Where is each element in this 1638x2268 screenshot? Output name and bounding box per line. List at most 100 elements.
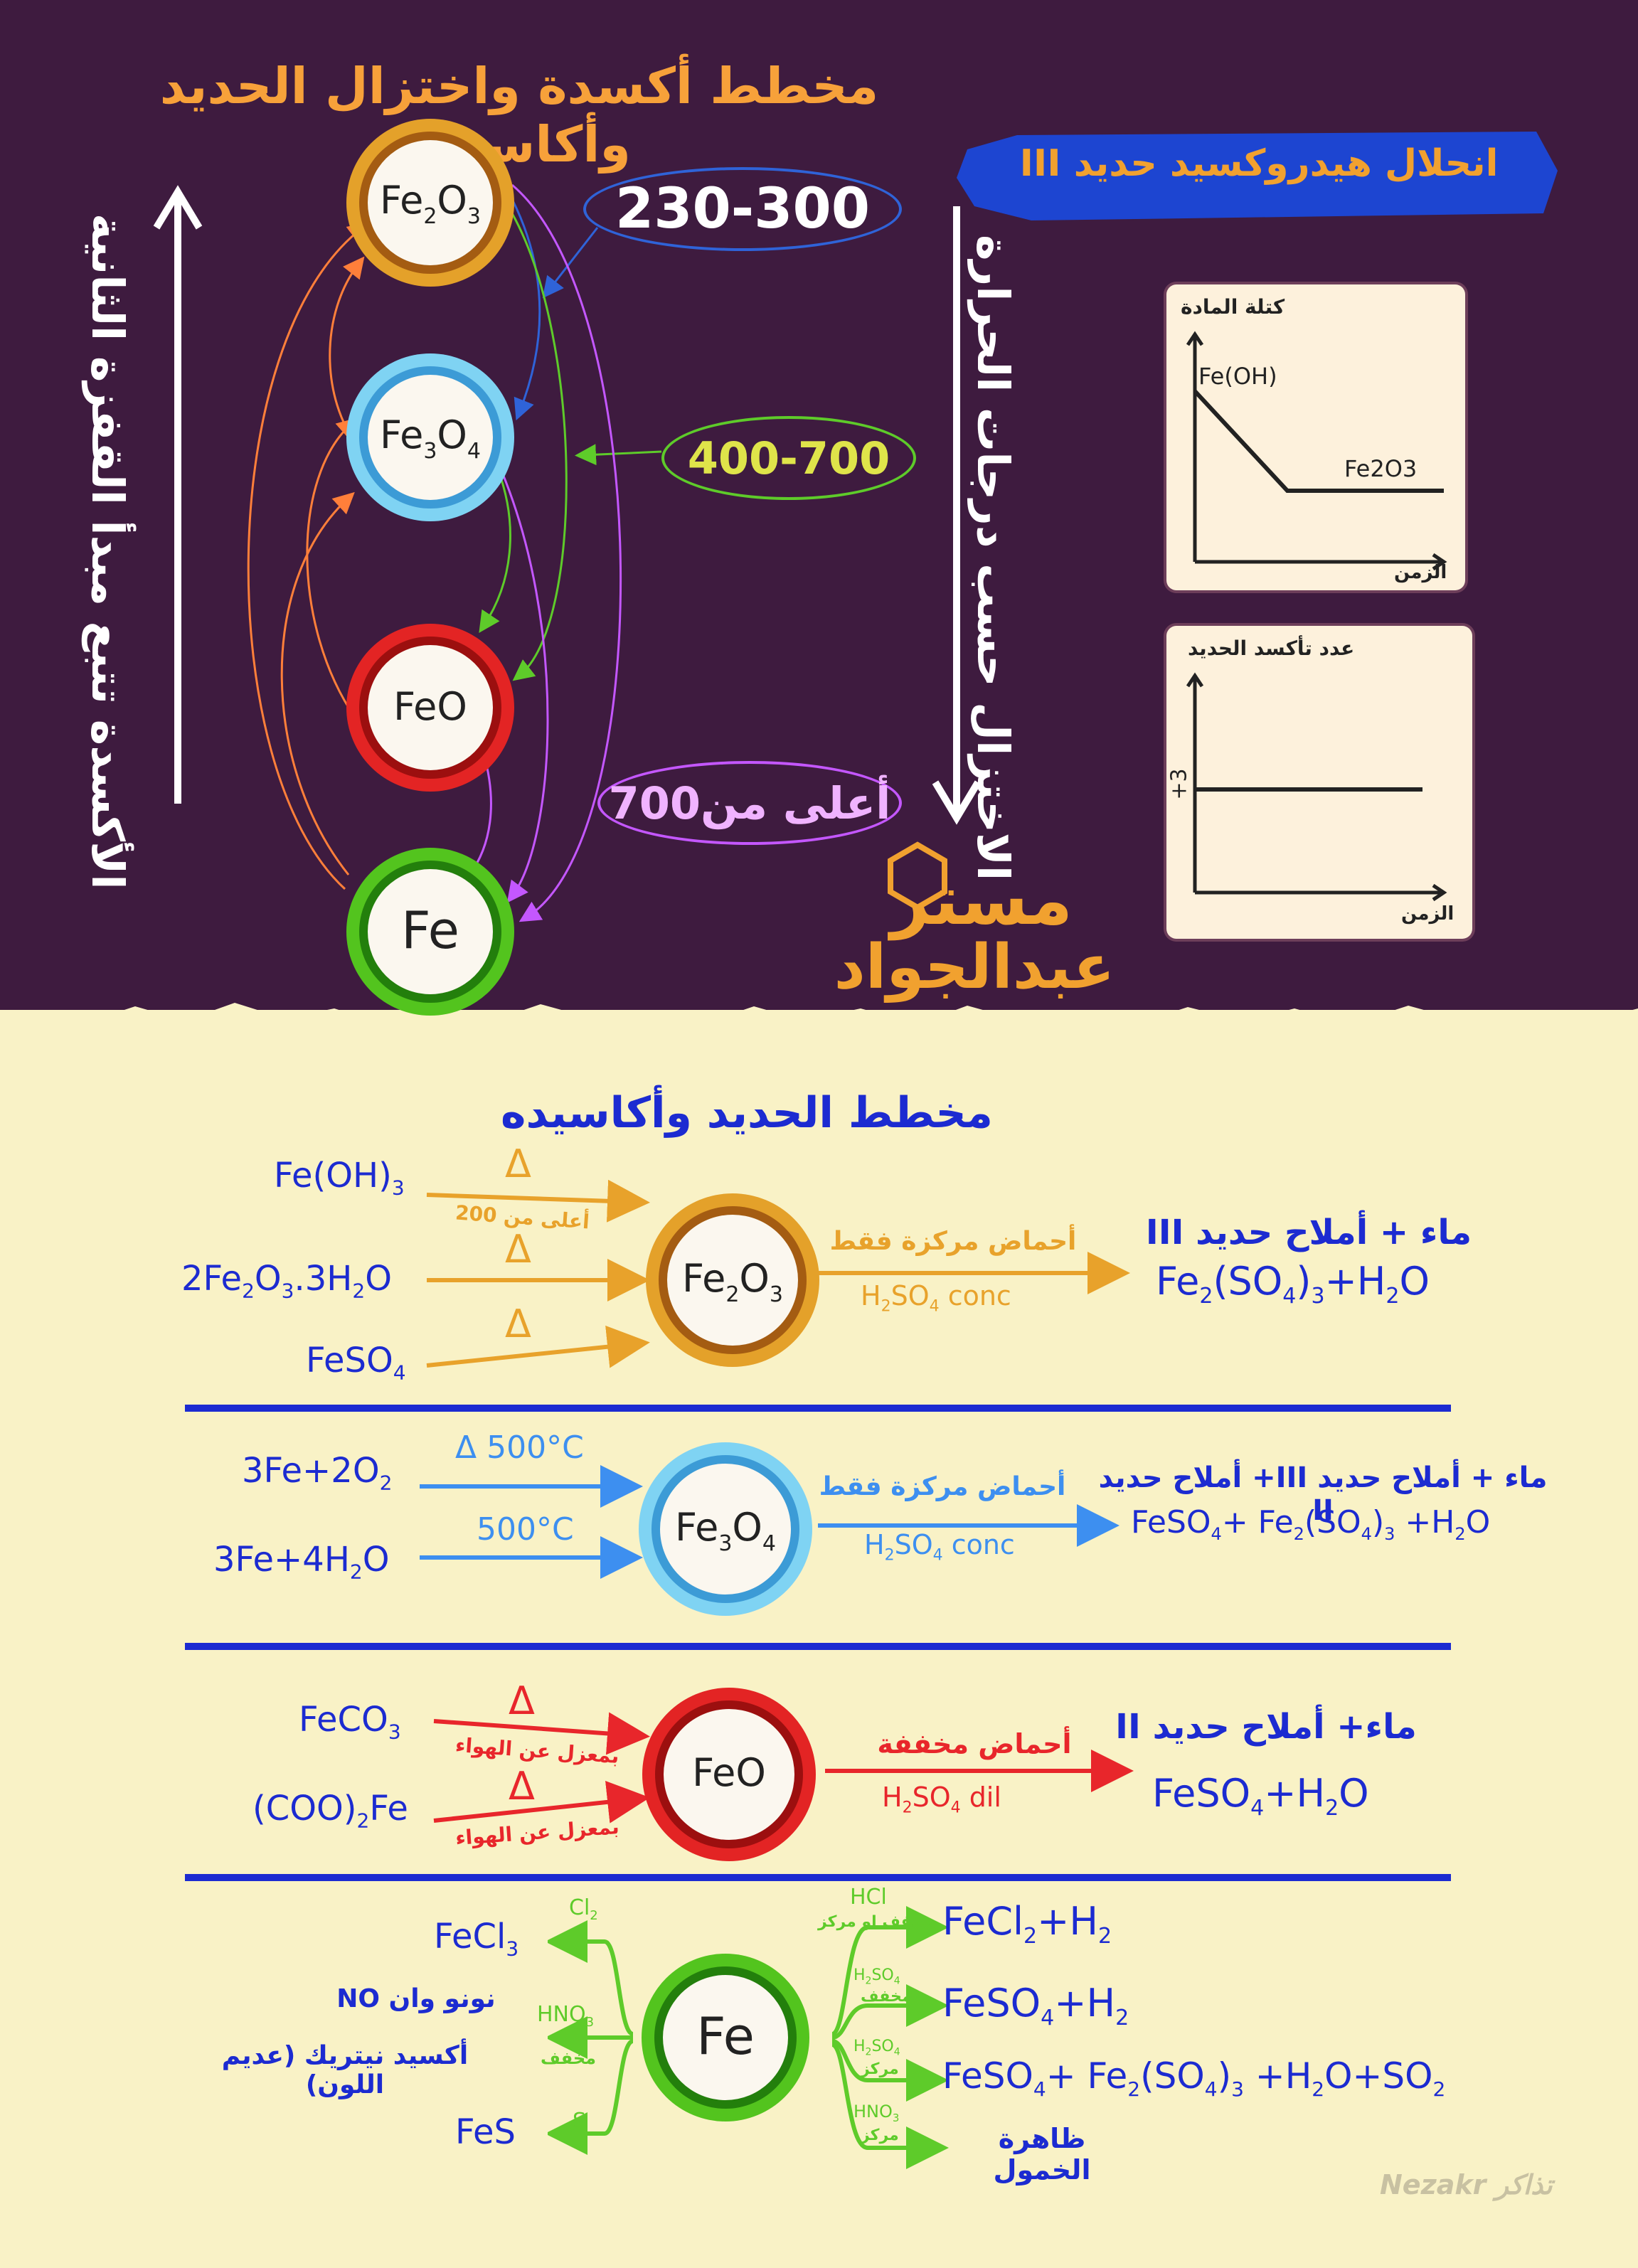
graph-mass: كتلة المادة Fe(OH) Fe2O3 الزمن [1166, 284, 1465, 590]
fe-right-product-3: FeSO4+ Fe2(SO4)3 +H2O+SO2 [942, 2055, 1446, 2101]
decomposition-title: انحلال هيدروكسيد حديد III [1019, 142, 1499, 185]
svg-text:FeO: FeO [692, 1750, 766, 1795]
temp-label: 400-700 [687, 432, 890, 484]
node-fe3o4-bottom: Fe3O4 [639, 1442, 812, 1616]
feo-arrows [433, 1712, 1134, 1824]
fe-right-reagent-3: H2SO4 [853, 2038, 900, 2058]
node-fe2o3: Fe2O3 [346, 119, 514, 287]
delta-icon: Δ [505, 1301, 531, 1346]
node-feo-bottom: FeO [642, 1688, 816, 1861]
temp-oval-400-700: 400-700 [661, 416, 916, 500]
fe-left-reagent-3: S [573, 2109, 587, 2134]
fe-arrows [548, 1906, 949, 2169]
author-line1: مستر [890, 861, 1073, 940]
feo-acid: أحماض مخففة [877, 1728, 1072, 1759]
fe-left-product-2a: نونو وان NO [336, 1984, 496, 2013]
fe-left-product-3: FeS [455, 2112, 516, 2152]
fe3o4-product: FeSO4+ Fe2(SO4)3 +H2O [1131, 1504, 1491, 1544]
fe-right-note-2: مخفف [861, 1988, 912, 2006]
fe-left-product-1: FeCl3 [434, 1917, 519, 1961]
fe-right-reagent-4: HNO3 [853, 2102, 900, 2124]
fe3o4-input-1: 3Fe+2O2 [242, 1451, 393, 1495]
fe-right-product-2: FeSO4+H2 [942, 1981, 1129, 2030]
fe2o3-product: Fe2(SO4)3+H2O [1156, 1259, 1430, 1309]
graph-mass-end: Fe2O3 [1344, 455, 1418, 482]
fe-left-product-2b: أكسيد نيتريك (عديم اللون) [221, 2041, 469, 2099]
graph-mass-ylabel: كتلة المادة [1181, 295, 1285, 319]
author-line2: عبدالجواد [834, 932, 1115, 1003]
node-feo: FeO [346, 624, 514, 792]
temp-text: 500°C [486, 1430, 584, 1466]
graph-ox-xlabel: الزمن [1401, 903, 1454, 925]
temp-oval-230-300: 230-300 [583, 167, 902, 251]
svg-text:Fe3O4: Fe3O4 [380, 412, 481, 464]
reduction-label: الاختزال حسب درجات الحرارة [967, 235, 1019, 881]
fe-left-note-2: مخفف [541, 2048, 597, 2068]
reduction-arrow [932, 206, 982, 825]
redox-arrows [247, 183, 662, 922]
fe-right-note-4: مركز [861, 2126, 899, 2144]
fe-right-product-4: ظاهرة الخمول [993, 2123, 1091, 2186]
graph-mass-start: Fe(OH) [1198, 363, 1277, 390]
fe3o4-acid: أحماض مركزة فقط [819, 1472, 1066, 1501]
fe2o3-acid: أحماض مركزة فقط [829, 1227, 1077, 1256]
delta-icon: Δ [505, 1141, 531, 1186]
feo-product: FeSO4+H2O [1152, 1771, 1369, 1821]
divider [185, 1405, 1451, 1412]
graph-oxidation-number: عدد تأكسد الحديد +3 الزمن [1166, 626, 1472, 939]
fe-left-reagent-1: Cl2 [569, 1895, 598, 1923]
feo-product-title: ماء+ أملاح حديد II [1115, 1707, 1417, 1747]
fe-right-note-1: مخفف او مركز [818, 1913, 933, 1931]
fe-right-reagent-2: H2SO4 [853, 1966, 900, 1987]
fe2o3-input-3: FeSO4 [306, 1341, 406, 1385]
fe3o4-product-title: ماء + أملاح حديد III+ أملاح حديد II [1098, 1462, 1548, 1527]
graph-mass-xlabel: الزمن [1394, 562, 1447, 583]
fe-right-product-1: FeCl2+H2 [942, 1899, 1112, 1949]
fe-right-reagent-1: HCl [850, 1885, 887, 1910]
oxidation-arrow [153, 185, 203, 804]
fe3o4-acid-formula: H2SO4 conc [864, 1529, 1015, 1565]
hexagon-logo-icon [888, 841, 947, 911]
node-fe-bottom: Fe [642, 1954, 809, 2121]
fe-right-note-3: مركز [861, 2060, 899, 2078]
node-fe: Fe [346, 848, 514, 1016]
fe3o4-cond-1: Δ 500°C [455, 1430, 584, 1466]
temp-label: أعلى من700 [608, 777, 891, 829]
delta-icon: Δ [509, 1764, 535, 1809]
bottom-panel [0, 1010, 1638, 2268]
fe2o3-arrows [426, 1179, 1130, 1368]
watermark-logo: Nezakr تذاكر [1380, 2169, 1553, 2200]
oxidation-label: الأكسدة تتبع مبدأ القفزة الثانية [82, 213, 134, 890]
temp-oval-above-700: أعلى من700 [597, 761, 902, 845]
feo-input-2: (COO)2Fe [252, 1789, 408, 1833]
fe-left-reagent-2: HNO3 [537, 2002, 595, 2030]
fe3o4-cond-2: 500°C [477, 1511, 574, 1548]
decomposition-banner [957, 132, 1558, 220]
fe2o3-product-title: ماء + أملاح حديد III [1145, 1213, 1472, 1252]
graph-ox-value: +3 [1166, 768, 1192, 800]
fe2o3-input-1: Fe(OH)3 [274, 1156, 405, 1200]
svg-text:Fe: Fe [696, 2006, 755, 2066]
svg-text:Fe2O3: Fe2O3 [380, 178, 481, 229]
fe3o4-input-2: 3Fe+4H2O [213, 1540, 390, 1584]
feo-acid-formula: H2SO4 dil [882, 1782, 1001, 1817]
temp-label: 230-300 [615, 177, 870, 241]
mass-curve [1193, 389, 1444, 493]
delta-icon: Δ [455, 1430, 477, 1466]
delta-icon: Δ [509, 1678, 535, 1723]
divider [185, 1874, 1451, 1881]
svg-text:Fe: Fe [401, 900, 459, 960]
node-fe2o3-bottom: Fe2O3 [646, 1193, 819, 1367]
divider [185, 1643, 1451, 1650]
feo-input-1: FeCO3 [299, 1700, 401, 1744]
delta-icon: Δ [505, 1227, 531, 1272]
svg-text:FeO: FeO [393, 684, 467, 729]
fe3o4-arrows [420, 1465, 1120, 1579]
node-fe3o4: Fe3O4 [346, 353, 514, 521]
graph-ox-axes [1186, 672, 1447, 902]
graph-mass-axes [1186, 331, 1447, 571]
fe2o3-input-2: 2Fe2O3.3H2O [181, 1259, 392, 1303]
bottom-title: مخطط الحديد وأكاسيده [501, 1088, 993, 1138]
graph-ox-ylabel: عدد تأكسد الحديد [1188, 637, 1355, 660]
fe2o3-acid-formula: H2SO4 conc [861, 1280, 1011, 1316]
